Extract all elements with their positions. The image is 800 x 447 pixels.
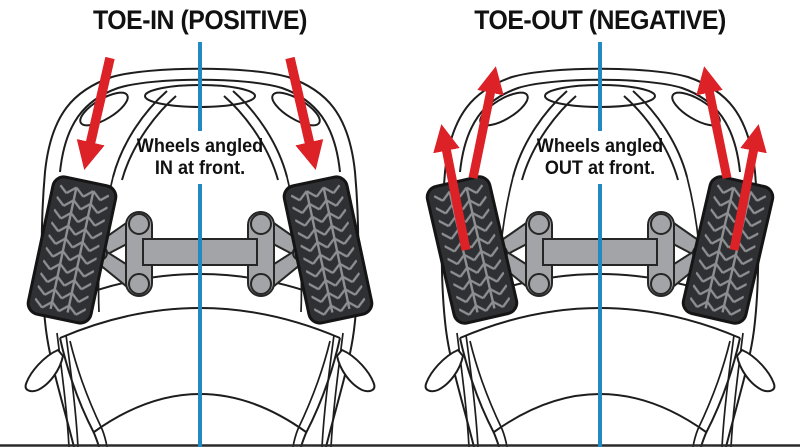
toe-in-label-line2: IN at front. <box>154 158 246 180</box>
up-arrow-icon-left-inner <box>468 66 504 179</box>
toe-in-title: TOE-IN (POSITIVE) <box>93 5 307 35</box>
up-arrow-icon-right-inner <box>696 66 732 179</box>
toe-out-arrows <box>433 66 767 251</box>
toe-in-label-line1: Wheels angled <box>136 136 264 157</box>
toe-out-label: Wheels angled OUT at front. <box>410 136 790 181</box>
down-arrow-icon-right <box>285 56 324 170</box>
up-arrow-icon-right-outer <box>729 124 767 251</box>
down-arrow-icon-left <box>76 56 115 170</box>
toe-in-car-illustration <box>0 42 400 447</box>
toe-out-panel: TOE-OUT (NEGATIVE) Wheels angled OUT at … <box>400 0 800 447</box>
toe-in-panel: TOE-IN (POSITIVE) Wheels angled IN at fr… <box>0 5 400 447</box>
toe-out-label-line1: Wheels angled <box>536 136 664 157</box>
toe-in-label: Wheels angled IN at front. <box>10 136 390 181</box>
toe-out-car-illustration <box>400 42 800 447</box>
toe-out-title: TOE-OUT (NEGATIVE) <box>474 5 726 35</box>
up-arrow-icon-left-outer <box>433 124 471 251</box>
toe-out-label-line2: OUT at front. <box>544 158 656 180</box>
toe-in-arrows <box>76 56 324 170</box>
